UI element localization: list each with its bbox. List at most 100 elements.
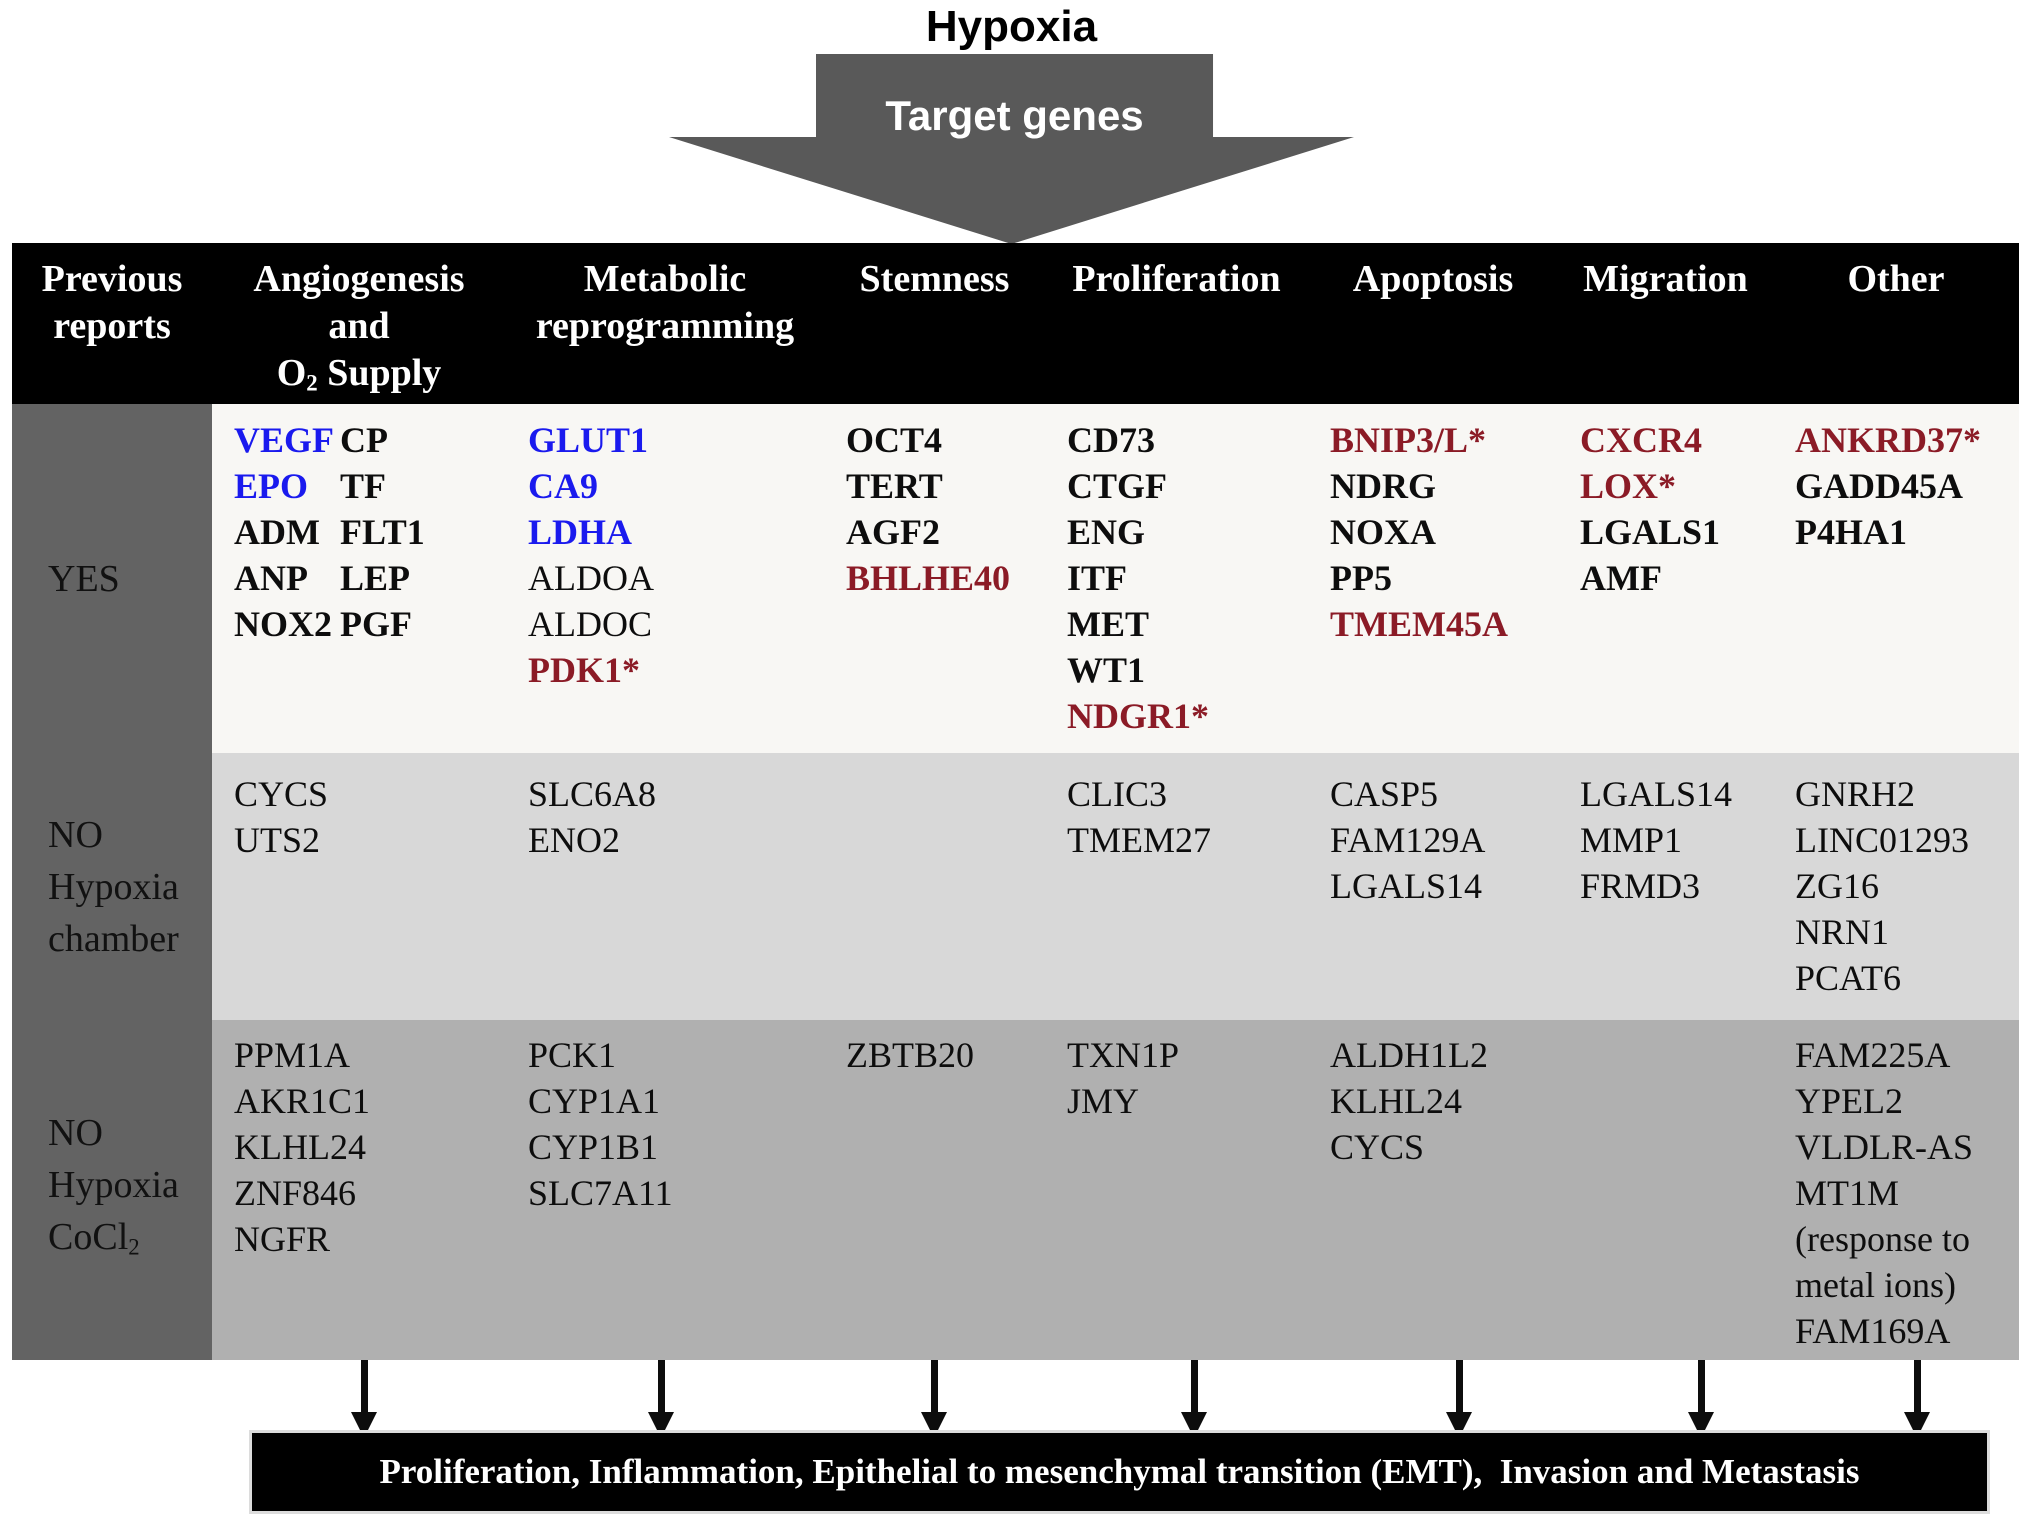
cell-no-hypoxia-chamber-stemness [824, 753, 1045, 1020]
down-arrow [648, 1360, 674, 1438]
gene-label: CTGF [1067, 466, 1168, 506]
subscript-text: 2 [306, 370, 318, 396]
gene-label: ALDH1L2 [1330, 1035, 1488, 1075]
gene-label: ADM [234, 512, 320, 552]
gene-label: PGF [340, 604, 412, 644]
gene-label: NDGR1* [1067, 696, 1209, 736]
down-arrow [1904, 1360, 1930, 1438]
gene-label: FLT1 [340, 512, 425, 552]
gene-label: LEP [340, 558, 411, 598]
header-line: O2 Supply [212, 350, 506, 407]
gene-label: TF [340, 466, 387, 506]
gene-label: ANKRD37* [1795, 420, 1981, 460]
gene-label: LINC01293 [1795, 820, 1969, 860]
header-cell-other: Other [1773, 243, 2019, 407]
gene-label: SLC7A11 [528, 1173, 673, 1213]
gene-label: ALDOA [528, 558, 654, 598]
gene-label: BHLHE40 [846, 558, 1011, 598]
label-text: Supply [317, 352, 442, 394]
gene-label: CLIC3 [1067, 774, 1168, 814]
gene-label: AMF [1580, 558, 1662, 598]
gene-label: WT1 [1067, 650, 1146, 690]
gene-label: TMEM45A [1330, 604, 1508, 644]
down-arrow [1446, 1360, 1472, 1438]
gene-label: CYP1B1 [528, 1127, 659, 1167]
row-label-line: NO [48, 813, 103, 856]
gene-label: LGALS14 [1580, 774, 1732, 814]
gene-label: TMEM27 [1067, 820, 1211, 860]
header-line: Migration [1583, 258, 1748, 300]
gene-label: BNIP3/L* [1330, 420, 1487, 460]
row-label-line: CoCl2 [48, 1211, 179, 1274]
header-line: reprogramming [535, 305, 795, 347]
gene-label: CYP1A1 [528, 1081, 661, 1121]
gene-label: ALDOC [528, 604, 652, 644]
header-line: reports [53, 305, 171, 347]
gene-label: ZNF846 [234, 1173, 357, 1213]
gene-label: (response to [1795, 1219, 1970, 1259]
target-genes-arrow: Target genes [669, 54, 1354, 244]
header-cell-migration: Migration [1558, 243, 1773, 407]
gene-label: NDRG [1330, 466, 1436, 506]
gene-label: LOX* [1580, 466, 1677, 506]
gene-label: UTS2 [234, 820, 321, 860]
row-label-lines: YES [48, 553, 120, 605]
gene-label: TERT [846, 466, 943, 506]
gene-label: PPM1A [234, 1035, 351, 1075]
gene-label: P4HA1 [1795, 512, 1907, 552]
cell-no-hypoxia-cocl2-migration [1558, 1020, 1773, 1360]
outcome-bar: Proliferation, Inflammation, Epithelial … [252, 1433, 1987, 1511]
gene-label: JMY [1067, 1081, 1140, 1121]
header-cell-previous-reports: Previous reports [12, 243, 212, 407]
gene-label: PP5 [1330, 558, 1392, 598]
gene-label: NOX2 [234, 604, 332, 644]
gene-label: PCK1 [528, 1035, 617, 1075]
row-label-line: YES [48, 557, 120, 600]
gene-label: OCT4 [846, 420, 943, 460]
gene-label: CD73 [1067, 420, 1155, 460]
gene-label: NRN1 [1795, 912, 1890, 952]
target-genes-label: Target genes [885, 92, 1144, 139]
gene-label: AKR1C1 [234, 1081, 371, 1121]
gene-label: TXN1P [1067, 1035, 1180, 1075]
down-arrow [921, 1360, 947, 1438]
subscript-text: 2 [128, 1234, 140, 1260]
outcome-text: Proliferation, Inflammation, Epithelial … [379, 1452, 1860, 1491]
header-line: Previous [41, 258, 183, 300]
down-arrow [1688, 1360, 1714, 1438]
